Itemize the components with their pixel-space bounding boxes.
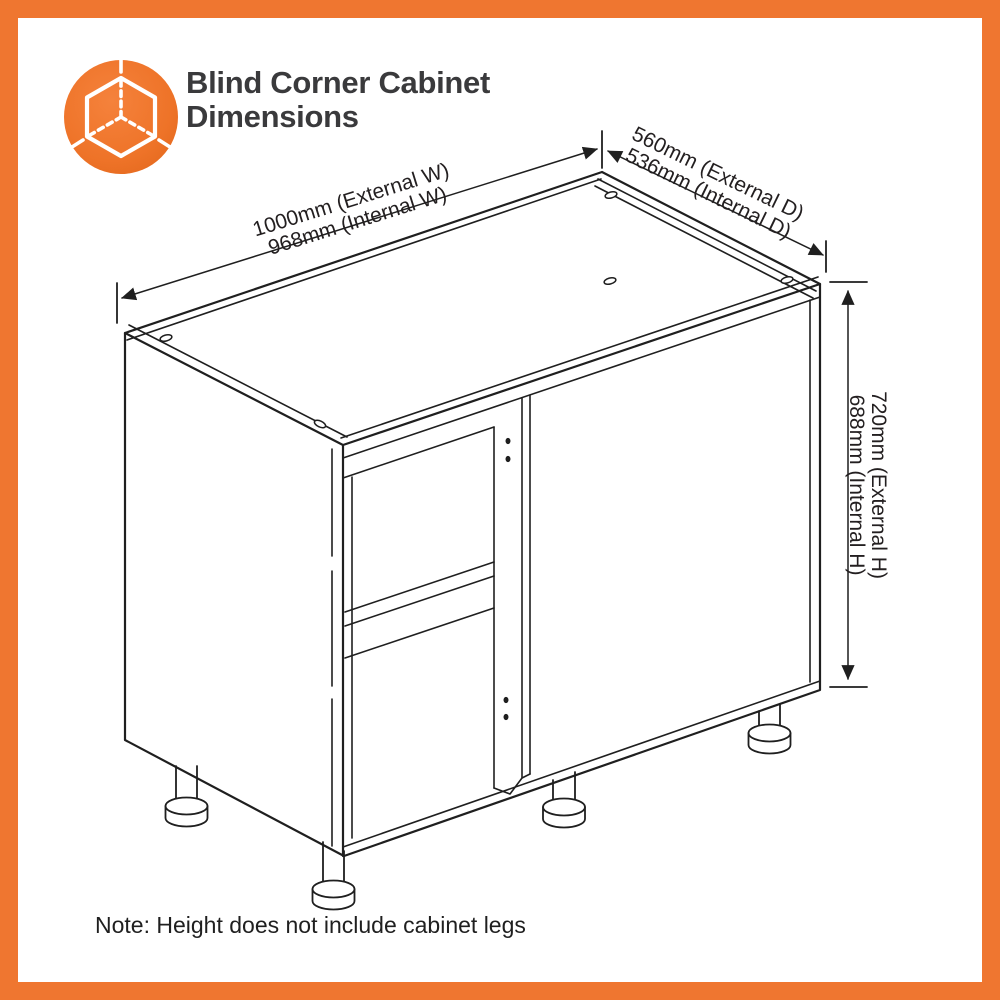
front-top-rail — [342, 296, 821, 479]
cabinet-top-front-edges — [123, 282, 822, 858]
dimension-ticks — [116, 130, 868, 688]
footnote: Note: Height does not include cabinet le… — [95, 912, 526, 938]
dimension-arrow-width — [121, 146, 598, 301]
dimension-arrow-depth — [607, 150, 824, 256]
page-title-line1: Blind Corner Cabinet — [186, 65, 491, 100]
height-external-label: 720mm (External H) — [867, 391, 890, 579]
cabinet-line-drawing — [123, 170, 822, 911]
cabinet-leg — [542, 771, 586, 829]
cabinet-legs — [164, 703, 792, 911]
cabinet-leg — [311, 841, 356, 911]
page-title: Blind Corner Cabinet Dimensions — [186, 66, 490, 134]
blind-section-mid-rail — [344, 561, 495, 659]
dimension-lines — [116, 130, 868, 688]
cabinet-leg — [747, 703, 792, 755]
page-title-line2: Dimensions — [186, 99, 359, 134]
cabinet-leg — [164, 765, 209, 828]
front-bottom-rail — [342, 680, 821, 848]
left-panel-edge-lines — [331, 448, 353, 847]
centre-post-holes — [503, 437, 511, 721]
cube-dimensions-icon — [64, 58, 178, 174]
cabinet-outline — [123, 170, 822, 858]
height-internal-label: 688mm (Internal H) — [845, 395, 868, 576]
